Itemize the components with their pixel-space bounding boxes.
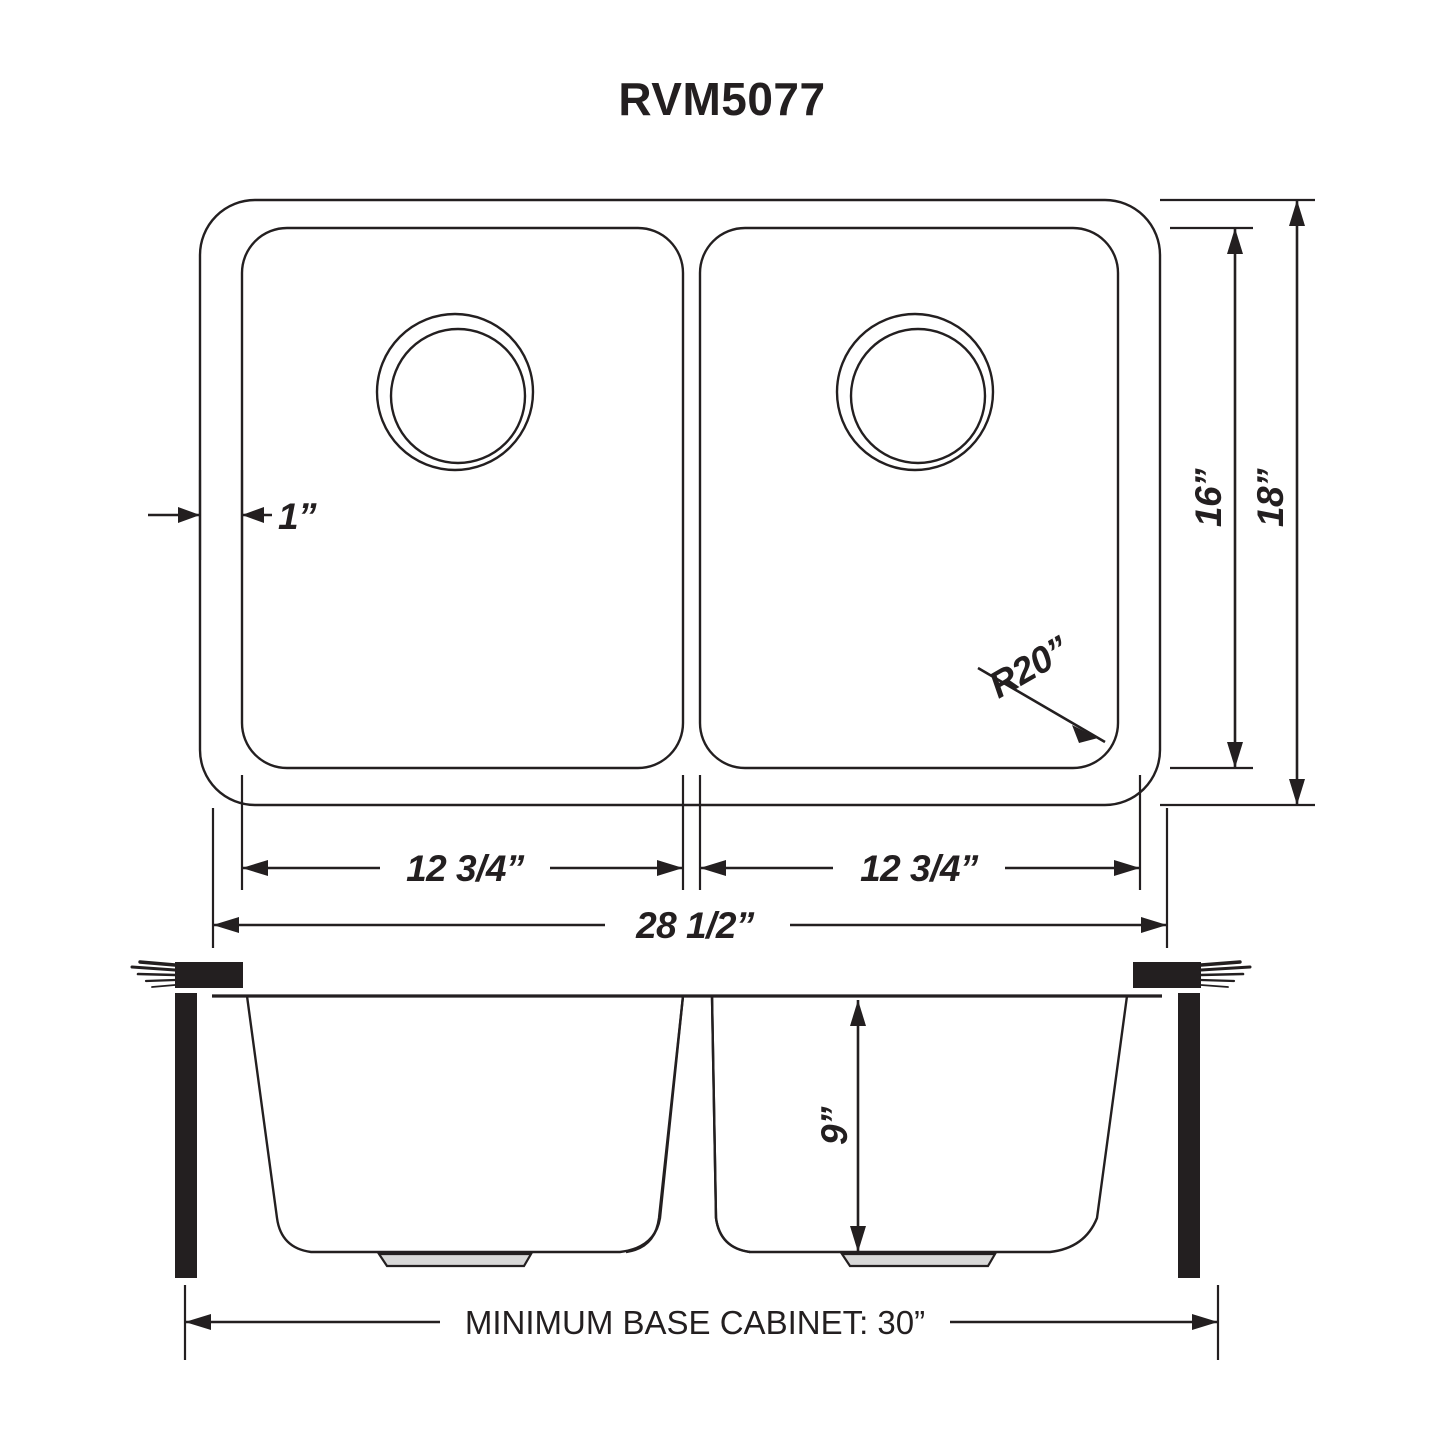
dimension-bowl-depth: 9” xyxy=(800,1000,866,1252)
bowl-depth-label: 9” xyxy=(814,1106,855,1145)
top-view-group: 1” R20” 16” xyxy=(148,198,1315,948)
dimension-left-bowl-width: 12 3/4” xyxy=(240,775,685,891)
dimension-overall-width: 28 1/2” xyxy=(211,808,1169,948)
page-title: RVM5077 xyxy=(618,73,825,125)
rim-width-label: 1” xyxy=(278,496,317,537)
right-drain-outer-ring xyxy=(835,312,995,472)
left-drain-outer-ring xyxy=(375,312,535,472)
left-bowl-width-label: 12 3/4” xyxy=(406,848,525,889)
right-drain-inner-ring xyxy=(849,327,987,465)
section-view-group: 9” MINIMUM BASE CABINET: 30” xyxy=(130,960,1252,1360)
left-cabinet-wall xyxy=(175,993,197,1278)
right-basin-profile xyxy=(710,995,1129,1254)
right-bowl-width-label: 12 3/4” xyxy=(860,848,979,889)
center-divider-profile xyxy=(625,995,685,1254)
right-cabinet-wall xyxy=(1178,993,1200,1278)
overall-depth-ftb-label: 18” xyxy=(1250,468,1291,527)
dimension-rim-width: 1” xyxy=(148,470,318,560)
dimension-minimum-base-cabinet: MINIMUM BASE CABINET: 30” xyxy=(183,1285,1220,1360)
dimension-corner-radius: R20” xyxy=(977,628,1106,744)
right-countertop-hatch xyxy=(1133,960,1252,988)
right-bowl-outline xyxy=(698,226,1120,770)
left-countertop-hatch xyxy=(130,960,243,988)
left-bowl-outline xyxy=(240,226,685,770)
corner-radius-label: R20” xyxy=(982,628,1076,706)
left-basin-profile xyxy=(245,995,685,1254)
right-drain-tray xyxy=(839,1252,997,1268)
dimension-right-bowl-width: 12 3/4” xyxy=(698,775,1142,891)
left-drain-inner-ring xyxy=(389,327,527,465)
dimension-bowl-depth-ftb: 16” xyxy=(1170,226,1253,770)
minimum-base-cabinet-label: MINIMUM BASE CABINET: 30” xyxy=(465,1304,925,1341)
center-divider-right-profile xyxy=(710,995,751,1254)
dimension-overall-depth-ftb: 18” xyxy=(1160,198,1315,807)
overall-width-label: 28 1/2” xyxy=(635,905,755,946)
sink-outer-rim xyxy=(198,198,1162,807)
bowl-depth-ftb-label: 16” xyxy=(1188,468,1229,527)
left-drain-tray xyxy=(376,1252,533,1268)
